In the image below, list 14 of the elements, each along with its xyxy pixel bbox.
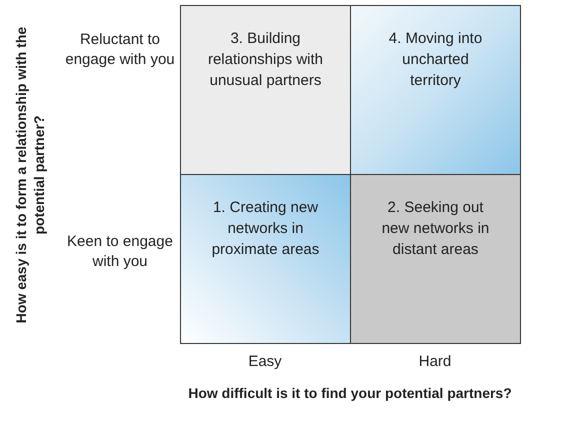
axis-label: Hard — [418, 352, 452, 372]
quadrant-label: 1. Creating new networks in proximate areas — [210, 198, 320, 260]
axis-title: How easy is it to form a relationship with the potential partner? — [12, 26, 48, 326]
axis-label: Keen to engage with you — [66, 232, 174, 272]
quadrant-box — [180, 174, 351, 344]
quadrant-label: 2. Seeking out new networks in distant areas — [382, 198, 490, 260]
quadrant-label: 4. Moving into uncharted territory — [388, 29, 484, 91]
axis-label: Easy — [247, 352, 283, 372]
quadrant-label: 3. Building relationships with unusual partners — [206, 29, 324, 91]
quadrant-box — [350, 5, 521, 175]
quadrant-box — [350, 174, 521, 344]
axis-label: Reluctant to engage with you — [65, 30, 175, 70]
quadrant-box — [180, 5, 351, 175]
axis-title: How difficult is it to find your potential partners? — [187, 384, 513, 402]
